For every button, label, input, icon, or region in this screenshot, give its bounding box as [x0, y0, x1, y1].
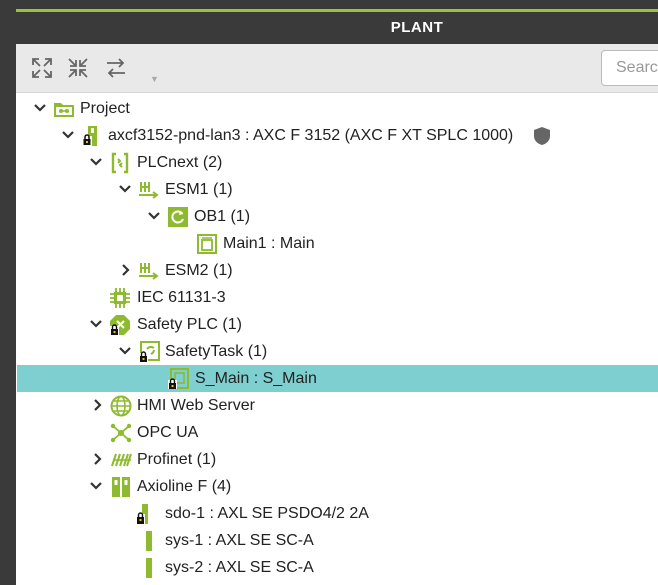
- left-window-edge: [0, 0, 16, 585]
- toolbar-dropdown-caret[interactable]: ▼: [150, 74, 159, 84]
- shield-icon: [534, 127, 550, 145]
- tree-item-iec[interactable]: IEC 61131-3: [16, 284, 658, 311]
- swap-arrows-icon: [107, 58, 125, 78]
- tree-item-hmi[interactable]: HMI Web Server: [16, 392, 658, 419]
- tree-item-label: sdo-1 : AXL SE PSDO4/2 2A: [165, 505, 369, 522]
- tree-item-ob1[interactable]: OB1 (1): [16, 203, 658, 230]
- collapse-all-icon: [68, 58, 88, 78]
- tree-item-esm1[interactable]: ESM1 (1): [16, 176, 658, 203]
- tree-item-sdo1[interactable]: sdo-1 : AXL SE PSDO4/2 2A: [16, 500, 658, 527]
- safety-task-icon: [138, 341, 160, 363]
- tree-item-label: sys-1 : AXL SE SC-A: [165, 532, 314, 549]
- tree-item-axioline[interactable]: Axioline F (4): [16, 473, 658, 500]
- plant-tree: Project axcf3152-pnd-lan3 : AXC F 3152 (…: [16, 93, 658, 585]
- chevron-down-icon[interactable]: [34, 101, 46, 115]
- tree-item-plcnext[interactable]: PLCnext (2): [16, 149, 658, 176]
- tree-item-main1[interactable]: Main1 : Main: [16, 230, 658, 257]
- chevron-right-icon[interactable]: [120, 263, 132, 277]
- search-box[interactable]: [601, 50, 658, 86]
- tree-item-label: ESM2 (1): [165, 262, 233, 279]
- io-module-icon: [138, 557, 160, 579]
- chip-icon: [109, 287, 131, 309]
- expand-all-button[interactable]: [30, 56, 56, 82]
- globe-icon: [110, 395, 132, 417]
- tree-item-partial: [16, 581, 658, 585]
- tree-item-controller[interactable]: axcf3152-pnd-lan3 : AXC F 3152 (AXC F XT…: [16, 122, 658, 149]
- profinet-icon: [110, 449, 132, 471]
- tree-item-label: SafetyTask (1): [165, 343, 268, 360]
- accent-line: [16, 9, 658, 12]
- safety-plc-icon: [109, 314, 131, 336]
- chevron-down-icon[interactable]: [62, 128, 74, 142]
- tree-item-label: Safety PLC (1): [137, 316, 242, 333]
- chevron-down-icon[interactable]: [148, 209, 160, 223]
- tree-item-esm2[interactable]: ESM2 (1): [16, 257, 658, 284]
- tree-item-sys2[interactable]: sys-2 : AXL SE SC-A: [16, 554, 658, 581]
- tree-item-label: Main1 : Main: [223, 235, 315, 252]
- tree-item-label: S_Main : S_Main: [195, 370, 317, 387]
- tree-item-label: sys-2 : AXL SE SC-A: [165, 559, 314, 576]
- tree-item-label: OB1 (1): [194, 208, 251, 225]
- tree-item-safety-task[interactable]: SafetyTask (1): [16, 338, 658, 365]
- chevron-down-icon[interactable]: [119, 344, 131, 358]
- chevron-right-icon[interactable]: [92, 452, 104, 466]
- expand-all-icon: [32, 58, 52, 78]
- tree-item-project[interactable]: Project: [16, 95, 658, 122]
- tree-item-label: IEC 61131-3: [137, 289, 226, 306]
- top-window-edge: [16, 0, 658, 9]
- collapse-all-button[interactable]: [66, 56, 92, 82]
- tree-item-label: Axioline F (4): [137, 478, 232, 495]
- tree-item-label: OPC UA: [137, 424, 199, 441]
- esm-icon: [138, 179, 160, 201]
- project-icon: [53, 98, 75, 120]
- chevron-down-icon[interactable]: [90, 317, 102, 331]
- network-nodes-icon: [110, 422, 132, 444]
- tree-item-label: HMI Web Server: [137, 397, 255, 414]
- tree-item-label: axcf3152-pnd-lan3 : AXC F 3152 (AXC F XT…: [108, 127, 514, 144]
- io-modules-icon: [110, 476, 132, 498]
- safety-module-icon: [134, 503, 156, 525]
- search-input[interactable]: [602, 51, 658, 85]
- panel-title: PLANT: [390, 19, 444, 36]
- task-cycle-icon: [167, 206, 189, 228]
- tree-item-s-main[interactable]: S_Main : S_Main: [17, 365, 658, 392]
- panel-header: PLANT: [16, 12, 658, 44]
- program-icon: [196, 233, 218, 255]
- io-module-icon: [138, 530, 160, 552]
- tree-item-sys1[interactable]: sys-1 : AXL SE SC-A: [16, 527, 658, 554]
- tree-item-safety-plc[interactable]: Safety PLC (1): [16, 311, 658, 338]
- tree-item-label: PLCnext (2): [137, 154, 223, 171]
- chevron-down-icon[interactable]: [90, 479, 102, 493]
- safety-program-icon: [167, 368, 189, 390]
- tree-item-profinet[interactable]: Profinet (1): [16, 446, 658, 473]
- tree-item-opcua[interactable]: OPC UA: [16, 419, 658, 446]
- plcnext-icon: [109, 152, 131, 174]
- tree-item-label: ESM1 (1): [165, 181, 233, 198]
- chevron-down-icon[interactable]: [90, 155, 102, 169]
- toolbar: ▼: [16, 44, 658, 93]
- sync-button[interactable]: [104, 56, 130, 82]
- tree-item-label: Profinet (1): [137, 451, 217, 468]
- chevron-right-icon[interactable]: [92, 398, 104, 412]
- controller-icon: [80, 125, 102, 147]
- chevron-down-icon[interactable]: [119, 182, 131, 196]
- esm-icon: [138, 260, 160, 282]
- tree-item-label: Project: [80, 100, 130, 117]
